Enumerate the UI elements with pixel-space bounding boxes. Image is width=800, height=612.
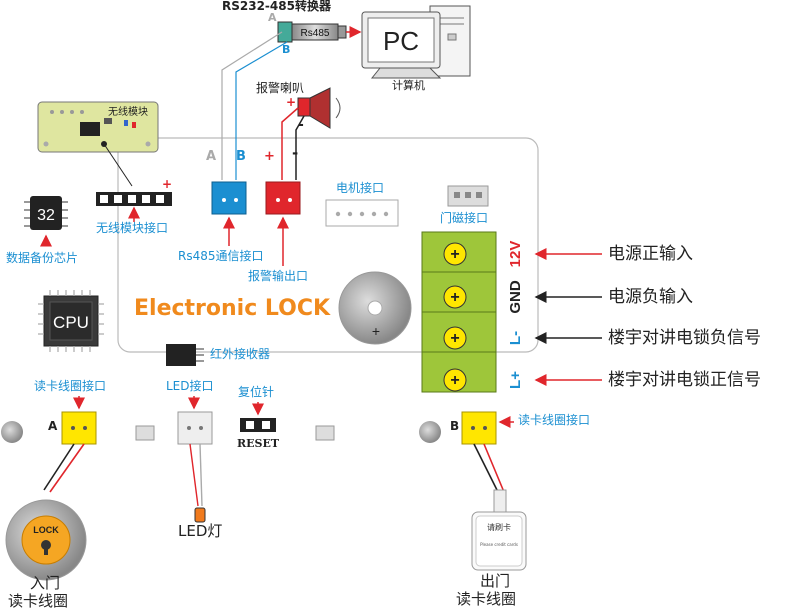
terminal-desc-lminus: 楼宇对讲电锁负信号	[608, 328, 761, 348]
card-title: 请刷卡	[487, 522, 511, 532]
alarm-wire-red	[281, 107, 299, 180]
reader-b-connector	[461, 411, 497, 445]
led-light-label: LED灯	[178, 522, 223, 540]
ir-receiver-label: 红外接收器	[210, 347, 271, 361]
terminal-plus-2: +	[450, 289, 459, 306]
board-plus-label: +	[264, 149, 275, 164]
alarm-title: 报警喇叭	[256, 81, 305, 95]
chip-number: 32	[37, 207, 55, 224]
backup-chip-label: 数据备份芯片	[6, 251, 79, 265]
alarm-port-connector	[265, 181, 301, 215]
reader-a-wire-red	[49, 443, 85, 493]
board-outline	[117, 137, 539, 353]
wireless-module-icon	[37, 101, 159, 153]
pc-text: PC	[383, 26, 419, 56]
door-port-connector	[447, 185, 489, 207]
mount-hole-left	[1, 421, 23, 443]
reader-b-wire-red	[483, 443, 505, 493]
reset-title: 复位针	[238, 385, 275, 399]
reader-b-label: B	[450, 419, 460, 433]
lock-text: LOCK	[33, 525, 59, 535]
reset-pin-icon	[240, 418, 276, 432]
mount-hole-right	[419, 421, 441, 443]
exit-line1: 出门	[480, 572, 511, 590]
entry-reader-icon	[5, 499, 87, 581]
terminal-desc-lplus: 楼宇对讲电锁正信号	[608, 370, 761, 390]
converter-title: RS232-485转换器	[222, 0, 331, 13]
terminal-code-lplus: L+	[507, 371, 524, 389]
reader-a-wire-black	[43, 443, 75, 491]
alarm-port-label: 报警输出口	[248, 269, 309, 283]
pc-caption: 计算机	[392, 79, 425, 92]
reader-a-label: A	[48, 419, 58, 433]
wire-b	[235, 41, 288, 180]
converter-inner-label: Rs485	[301, 28, 330, 39]
reader-b-port-label: 读卡线圈接口	[518, 413, 591, 427]
wireless-connect-line	[103, 143, 133, 187]
buzzer-plus: +	[372, 323, 380, 339]
terminal-plus-3: +	[450, 330, 459, 347]
terminal-desc-12v: 电源正输入	[608, 244, 693, 264]
motor-port-connector	[325, 199, 399, 227]
terminal-desc-gnd: 电源负输入	[608, 287, 693, 307]
wireless-module-title: 无线模块	[108, 107, 148, 118]
alarm-speaker-icon	[297, 87, 341, 129]
board-minus-label: -	[292, 144, 299, 162]
led-bulb-icon	[194, 507, 206, 523]
reader-a-port-label: 读卡线圈接口	[34, 379, 107, 393]
exit-line2: 读卡线圈	[456, 590, 517, 608]
reset-text: RESET	[237, 437, 280, 450]
rs485-converter-icon	[277, 21, 362, 43]
pc-icon	[361, 5, 471, 79]
reader-b-wire-black	[473, 443, 499, 493]
terminal-plus-1: +	[450, 246, 459, 263]
entry-line2: 读卡线圈	[8, 592, 69, 610]
terminal-code-12v: 12V	[507, 241, 524, 268]
wire-a	[221, 31, 283, 180]
led-wire-red	[189, 443, 199, 507]
backup-chip-icon	[24, 196, 68, 230]
exit-card-clip	[493, 489, 507, 513]
board-a-label: A	[206, 149, 217, 164]
brand-title: Electronic LOCK	[134, 296, 331, 321]
small-chip-left	[135, 425, 155, 441]
cpu-text: CPU	[53, 313, 89, 332]
alarm-plus: +	[286, 95, 297, 109]
buzzer-icon	[338, 271, 412, 345]
wireless-plus: +	[162, 177, 173, 191]
led-port-label: LED接口	[166, 379, 214, 393]
ir-receiver-icon	[166, 344, 204, 366]
small-chip-right	[315, 425, 335, 441]
led-wire-gray	[199, 443, 203, 507]
entry-line1: 入门	[30, 574, 61, 592]
alarm-wire-black	[295, 115, 305, 180]
terminal-code-lminus: L-	[507, 331, 524, 345]
card-sub: Please credit cards	[480, 542, 518, 547]
wireless-port	[96, 192, 172, 206]
rs485-port-label: Rs485通信接口	[178, 249, 264, 263]
wireless-port-label: 无线模块接口	[96, 221, 169, 235]
terminal-plus-4: +	[450, 372, 459, 389]
alarm-minus: -	[298, 117, 304, 133]
board-b-label: B	[236, 149, 246, 164]
exit-card-icon	[471, 511, 527, 571]
door-port-label: 门磁接口	[440, 211, 489, 225]
cpu-chip-icon	[38, 290, 104, 352]
motor-port-label: 电机接口	[336, 181, 385, 195]
rs485-port-connector	[211, 181, 247, 215]
converter-wire-b: B	[282, 43, 291, 56]
converter-wire-a: A	[268, 11, 277, 24]
led-port-connector	[177, 411, 213, 445]
terminal-code-gnd: GND	[507, 280, 524, 314]
reader-a-connector	[61, 411, 97, 445]
terminal-block	[421, 231, 497, 393]
